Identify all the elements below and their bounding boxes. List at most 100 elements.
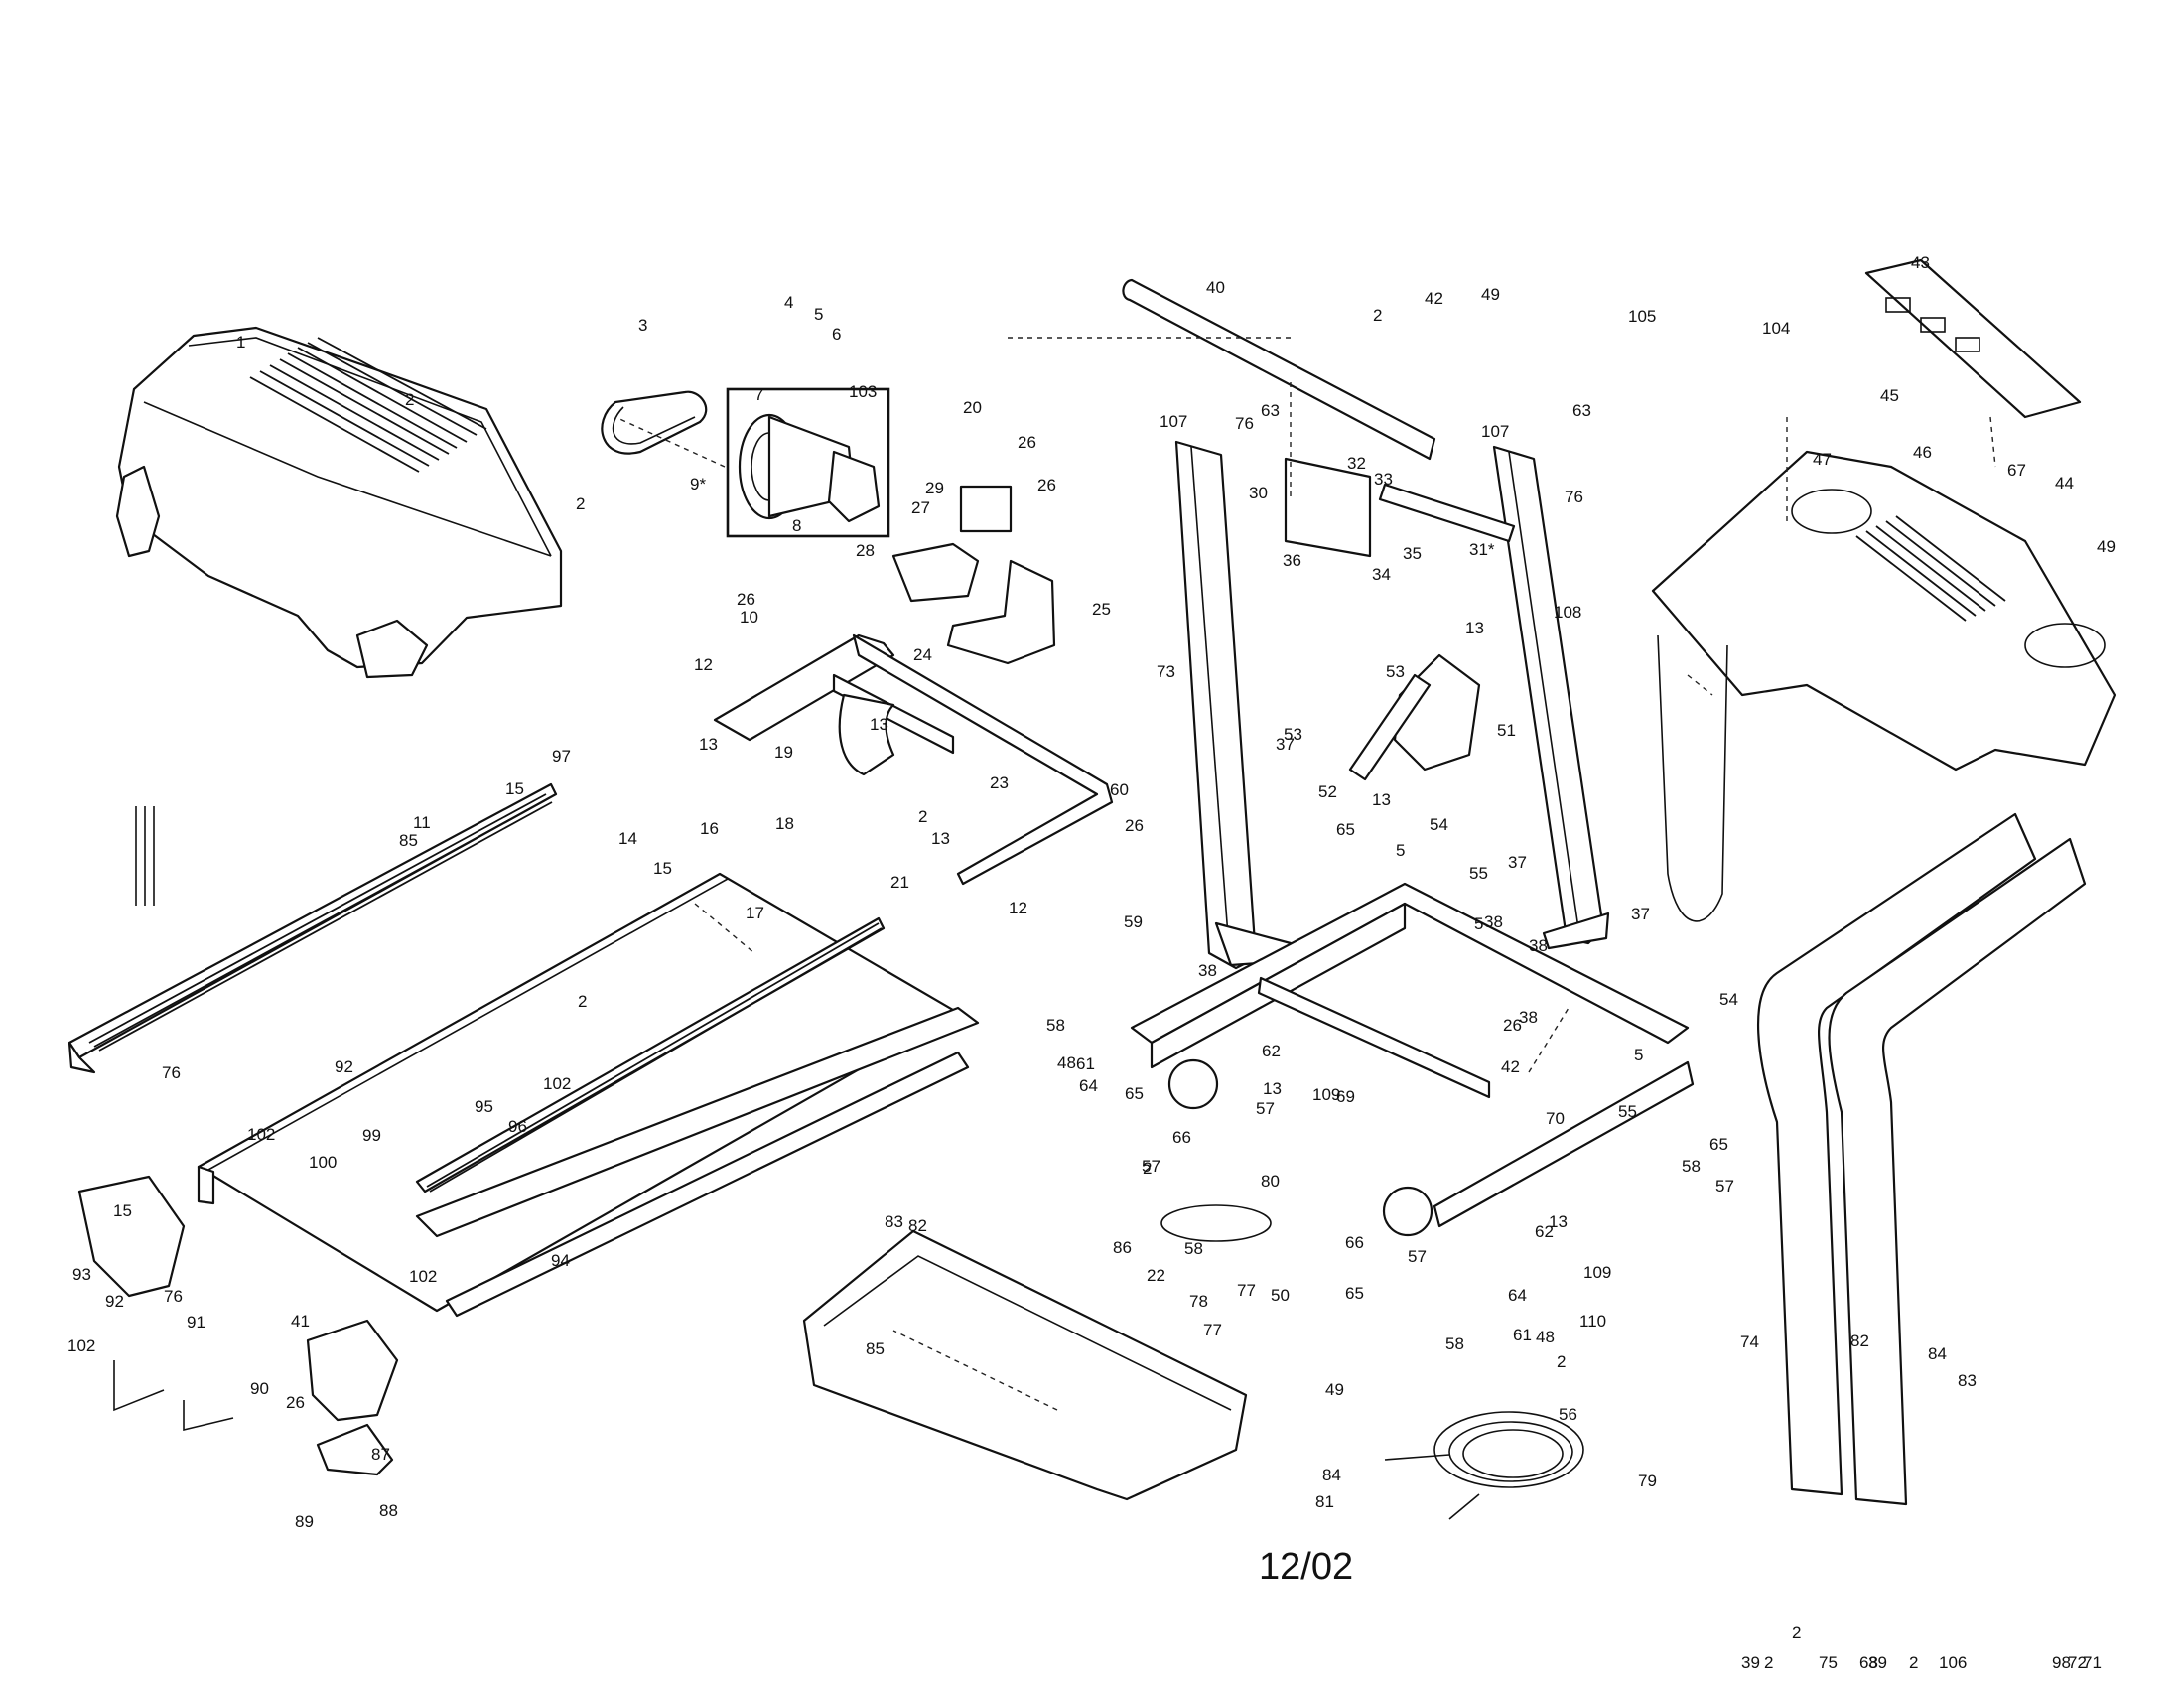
part-callout: 54 (1430, 815, 1448, 834)
part-callout: 53 (1284, 725, 1302, 744)
part-callout: 13 (1263, 1079, 1282, 1098)
part-callout: 58 (1184, 1239, 1203, 1258)
part-callout: 107 (1160, 412, 1187, 431)
part-callout: 54 (1719, 990, 1738, 1009)
motor-assembly (726, 387, 890, 538)
part-callout: 40 (1206, 278, 1225, 297)
part-callout: 80 (1261, 1172, 1280, 1191)
part-callout: 61 (1513, 1326, 1532, 1344)
part-callout: 62 (1535, 1222, 1554, 1241)
base-frame (1130, 882, 1695, 1228)
part-callout: 13 (931, 829, 950, 848)
part-callout: 61 (1076, 1054, 1095, 1073)
part-callout: 65 (1336, 820, 1355, 839)
part-callout: 2 (405, 390, 414, 409)
part-callout: 77 (1237, 1281, 1256, 1300)
part-callout: 26 (1037, 476, 1056, 494)
part-callout: 63 (1261, 401, 1280, 420)
part-callout: 42 (1425, 289, 1443, 308)
part-callout: 12 (694, 655, 713, 674)
part-callout: 3 (638, 316, 647, 335)
part-callout: 8 (792, 516, 801, 535)
part-callout: 19 (774, 743, 793, 762)
part-callout: 28 (856, 541, 875, 560)
part-callout: 49 (1325, 1380, 1344, 1399)
part-callout: 55 (1618, 1102, 1637, 1121)
part-callout: 36 (1283, 551, 1301, 570)
part-callout: 96 (508, 1117, 527, 1136)
part-callout: 76 (164, 1287, 183, 1306)
right-rail-cover (415, 916, 886, 1193)
part-callout: 76 (1565, 488, 1583, 506)
incline-motor (1348, 653, 1481, 781)
part-callout: 71 (2083, 1653, 2102, 1672)
part-callout: 15 (113, 1201, 132, 1220)
part-callout: 91 (187, 1313, 205, 1332)
controller-bracket-assembly (891, 485, 1056, 665)
right-end-cap (306, 1319, 399, 1422)
front-frame (713, 633, 1114, 886)
part-callout: 2 (918, 807, 927, 826)
part-callout: 13 (699, 735, 718, 754)
part-callout: 13 (1549, 1212, 1568, 1231)
part-callout: 76 (162, 1063, 181, 1082)
sensor-bracket (1284, 457, 1516, 558)
cable-ties (135, 806, 155, 906)
part-callout: 22 (1147, 1266, 1165, 1285)
part-callout: 34 (1372, 565, 1391, 584)
part-callout: 73 (1157, 662, 1175, 681)
part-callout: 99 (362, 1126, 381, 1145)
end-cap-insert (316, 1423, 394, 1476)
part-callout: 46 (1913, 443, 1932, 462)
part-callout: 13 (1372, 790, 1391, 809)
part-callout: 65 (1709, 1135, 1728, 1154)
motor-hood (115, 326, 563, 679)
part-callout: 51 (1497, 721, 1516, 740)
bottom-pan (802, 1229, 1248, 1501)
part-callout: 82 (908, 1216, 927, 1235)
part-callout: 57 (1142, 1157, 1160, 1176)
part-callout: 43 (1911, 253, 1930, 272)
part-callout: 21 (890, 873, 909, 892)
part-callout: 45 (1880, 386, 1899, 405)
part-callout: 53 (1386, 662, 1405, 681)
part-callout: 5 (1634, 1046, 1643, 1064)
part-callout: 88 (379, 1501, 398, 1520)
safety-straps (1657, 634, 1728, 922)
part-callout: 57 (1408, 1247, 1427, 1266)
part-callout: 107 (1481, 422, 1509, 441)
part-callout: 47 (1813, 450, 1832, 469)
part-callout: 94 (551, 1251, 570, 1270)
part-callout: 2 (1909, 1653, 1918, 1672)
part-callout: 89 (295, 1512, 314, 1531)
part-callout: 104 (1762, 319, 1790, 338)
date-code: 12/02 (1259, 1546, 1353, 1588)
part-callout: 102 (68, 1336, 95, 1355)
part-callout: 77 (1203, 1321, 1222, 1339)
part-callout: 37 (1631, 905, 1650, 923)
part-callout: 31* (1469, 540, 1495, 559)
allen-wrench-41 (183, 1400, 234, 1432)
part-callout: 25 (1092, 600, 1111, 619)
part-callout: 2 (1557, 1352, 1566, 1371)
part-callout: 72 (2068, 1653, 2087, 1672)
front-wheel-right (1382, 1186, 1433, 1237)
part-callout: 15 (505, 779, 524, 798)
part-callout: 29 (925, 479, 944, 497)
part-callout: 106 (1939, 1653, 1967, 1672)
side-rail (415, 1006, 980, 1318)
drive-belt (601, 390, 708, 455)
part-callout: 38 (1484, 912, 1503, 931)
part-callout: 63 (1572, 401, 1591, 420)
part-callout: 83 (885, 1212, 903, 1231)
console-crossbar (1122, 278, 1436, 461)
part-callout: 38 (1198, 961, 1217, 980)
part-callout: 52 (1318, 782, 1337, 801)
part-callout: 90 (250, 1379, 269, 1398)
part-callout: 5 (1474, 914, 1483, 933)
part-callout: 39 (1741, 1653, 1760, 1672)
part-callout: 78 (1189, 1292, 1208, 1311)
part-callout: 66 (1345, 1233, 1364, 1252)
